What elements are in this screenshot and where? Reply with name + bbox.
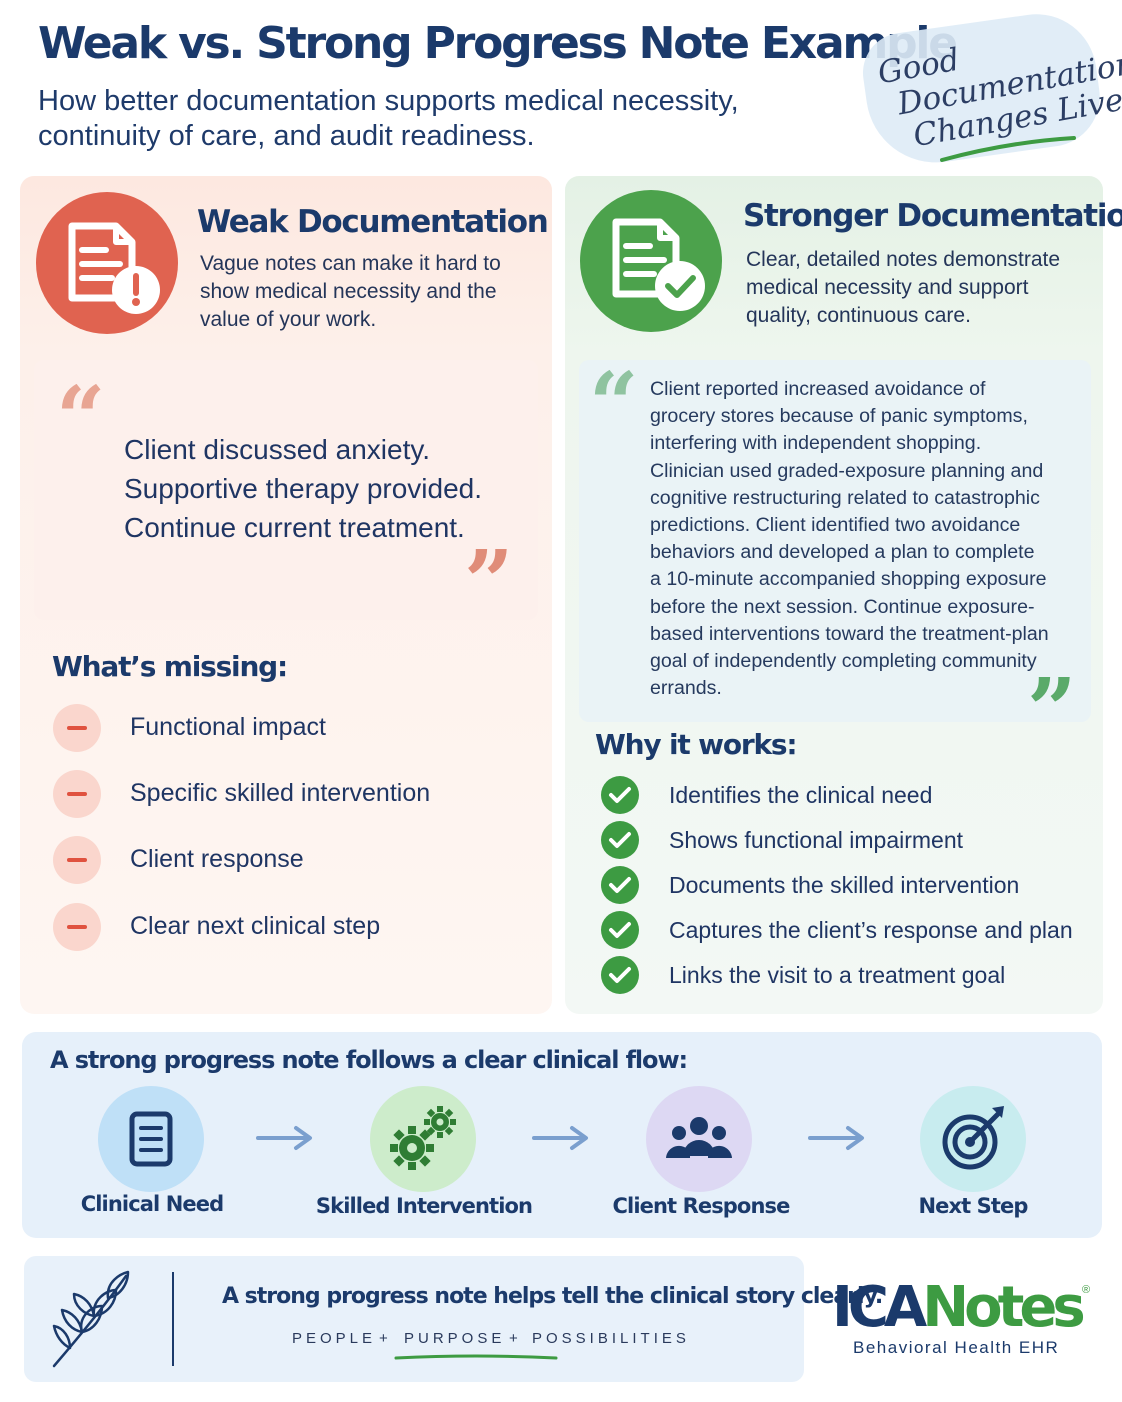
- registered-mark: ®: [1082, 1284, 1091, 1296]
- weak-note-quote: Client discussed anxiety. Supportive the…: [124, 430, 524, 547]
- footer-divider: [172, 1272, 174, 1366]
- gears-icon: [370, 1086, 476, 1192]
- missing-item-label: Clear next clinical step: [130, 912, 381, 940]
- page-subtitle: How better documentation supports medica…: [38, 85, 739, 152]
- motto-possibilities: POSSIBILITIES: [532, 1330, 690, 1347]
- why-item-label: Identifies the clinical need: [669, 782, 933, 808]
- why-item-label: Documents the skilled intervention: [669, 872, 1020, 898]
- footer-tagline: A strong progress note helps tell the cl…: [222, 1284, 883, 1309]
- open-quote-icon: “: [589, 354, 639, 455]
- step-label-skilled-intervention: Skilled Intervention: [315, 1194, 533, 1218]
- logo-ica: ICA: [832, 1275, 927, 1340]
- why-item: Documents the skilled intervention: [601, 866, 1081, 904]
- step-label-client-response: Client Response: [612, 1194, 791, 1218]
- motto-purpose: PURPOSE: [404, 1330, 506, 1347]
- weak-documentation-panel: Weak Documentation Vague notes can make …: [20, 176, 552, 1014]
- why-item: Identifies the clinical need: [601, 776, 1081, 814]
- footer-card: A strong progress note helps tell the cl…: [24, 1256, 883, 1382]
- people-icon: [646, 1086, 752, 1192]
- weak-quote-line: Continue current treatment.: [124, 512, 465, 543]
- missing-item: Specific skilled intervention: [50, 770, 530, 820]
- motto-plus: +: [509, 1330, 522, 1347]
- strong-quote-line: Client reported increased avoidance of: [650, 378, 986, 400]
- step-label-clinical-need: Clinical Need: [80, 1192, 224, 1216]
- why-item-label: Links the visit to a treatment goal: [669, 962, 1006, 988]
- target-icon: [920, 1086, 1026, 1192]
- clinical-flow-section: A strong progress note follows a clear c…: [22, 1032, 1102, 1238]
- strong-quote-line: interfering with independent shopping.: [650, 432, 982, 455]
- missing-item: Client response: [50, 836, 530, 886]
- close-quote-icon: ”: [1027, 660, 1077, 761]
- weak-quote-line: Supportive therapy provided.: [124, 473, 482, 504]
- strong-quote-line: Clinician used graded-exposure planning …: [650, 459, 1044, 482]
- why-item-label: Shows functional impairment: [669, 827, 964, 853]
- motto-underline: [394, 1354, 558, 1360]
- strong-quote-line: before the next session. Continue exposu…: [650, 595, 1035, 618]
- stamp-underline: [940, 136, 1076, 162]
- missing-item: Functional impact: [50, 704, 530, 754]
- why-item-label: Captures the client’s response and plan: [669, 917, 1073, 943]
- strong-quote-line: predictions. Client identified two avoid…: [650, 514, 1021, 537]
- strong-quote-line: behaviors and developed a plan to comple…: [650, 541, 1035, 564]
- weak-quote-line: Client discussed anxiety.: [124, 434, 431, 465]
- check-icon: [601, 776, 639, 814]
- clipboard-icon: [98, 1086, 204, 1192]
- weak-panel-description: Vague notes can make it hard to show med…: [200, 252, 501, 331]
- strong-note-quote-box: [579, 360, 1091, 722]
- strong-quote-line: a 10-minute accompanied shopping exposur…: [650, 568, 1047, 591]
- strong-quote-line: goal of independently completing communi…: [650, 650, 1037, 673]
- why-item: Captures the client’s response and plan: [601, 911, 1081, 949]
- why-item: Shows functional impairment: [601, 821, 1081, 859]
- minus-icon: [53, 903, 101, 951]
- close-quote-icon: ”: [464, 532, 514, 633]
- minus-icon: [53, 836, 101, 884]
- arrow-right-icon: [532, 1126, 588, 1150]
- weak-note-quote-box: [34, 360, 538, 620]
- weak-panel-title: Weak Documentation: [197, 204, 549, 240]
- flow-title: A strong progress note follows a clear c…: [50, 1046, 688, 1074]
- strong-panel-title: Stronger Documentation: [743, 198, 1122, 234]
- strong-panel-description: Clear, detailed notes demonstrate medica…: [746, 248, 1061, 327]
- check-icon: [601, 866, 639, 904]
- handwritten-stamp: Good Documentation Changes Lives.: [857, 6, 1122, 172]
- minus-icon: [53, 704, 101, 752]
- arrow-right-icon: [808, 1126, 864, 1150]
- check-icon: [601, 821, 639, 859]
- missing-heading: What’s missing:: [52, 650, 288, 683]
- arrow-right-icon: [256, 1126, 312, 1150]
- strong-quote-line: errands.: [650, 677, 722, 700]
- leaf-icon: [52, 1270, 130, 1368]
- document-warning-icon: [36, 192, 178, 334]
- missing-item-label: Functional impact: [130, 713, 326, 741]
- strong-quote-line: based interventions toward the treatment…: [650, 622, 1049, 645]
- logo-subtitle: Behavioral Health EHR: [853, 1338, 1060, 1357]
- motto-plus: +: [379, 1330, 392, 1347]
- check-icon: [601, 956, 639, 994]
- why-item: Links the visit to a treatment goal: [601, 956, 1081, 994]
- strong-documentation-panel: Stronger Documentation Clear, detailed n…: [565, 176, 1122, 1014]
- step-label-next-step: Next Step: [918, 1194, 1028, 1218]
- minus-icon: [53, 770, 101, 818]
- page-title: Weak vs. Strong Progress Note Example: [38, 18, 958, 69]
- brand-logo: ICANotes: [832, 1275, 1086, 1340]
- strong-note-quote: Client reported increased avoidance of g…: [650, 376, 1080, 702]
- missing-item: Clear next clinical step: [50, 903, 530, 953]
- check-icon: [601, 911, 639, 949]
- logo-notes: Notes: [922, 1275, 1085, 1340]
- missing-item-label: Specific skilled intervention: [130, 779, 431, 807]
- open-quote-icon: “: [56, 368, 106, 469]
- strong-quote-line: grocery stores because of panic symptoms…: [650, 405, 1028, 428]
- strong-quote-line: cognitive restructuring related to catas…: [650, 486, 1040, 509]
- why-heading: Why it works:: [595, 728, 798, 761]
- document-check-icon: [580, 190, 722, 332]
- missing-item-label: Client response: [130, 845, 304, 873]
- motto-people: PEOPLE: [292, 1330, 377, 1347]
